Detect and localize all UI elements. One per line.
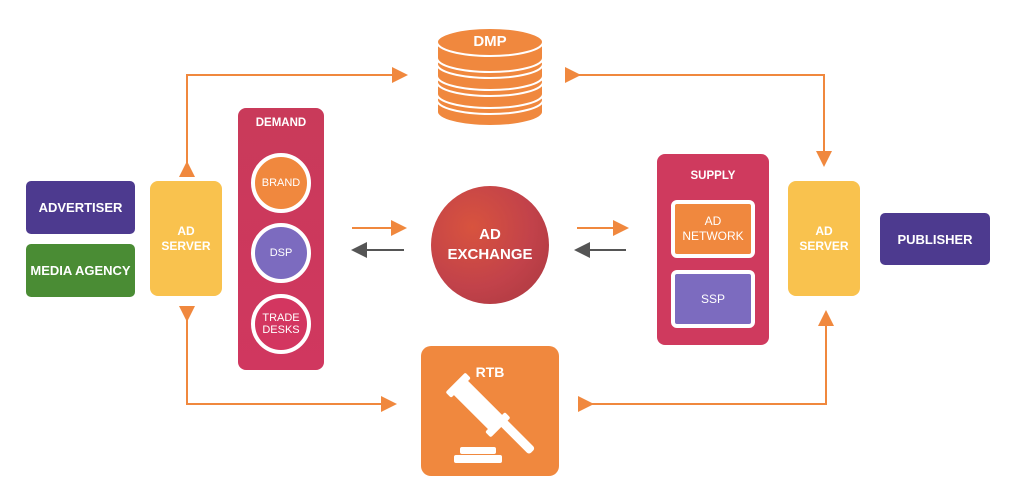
arrow-dmp-to-adserver-right xyxy=(565,67,832,167)
arrow-adserver-left-to-dmp xyxy=(179,67,408,177)
media-agency-box: MEDIA AGENCY xyxy=(26,244,135,297)
publisher-box: PUBLISHER xyxy=(880,213,990,265)
dsp-circle: DSP xyxy=(251,223,311,283)
supply-title: SUPPLY xyxy=(690,170,736,182)
demand-title: DEMAND xyxy=(255,117,307,129)
rtb-label: RTB xyxy=(475,364,505,380)
arrow-rtb-to-adserver-right xyxy=(578,310,834,412)
ssp-box: SSP xyxy=(671,270,755,328)
ad-exchange-circle: AD EXCHANGE xyxy=(431,186,549,304)
brand-circle: BRAND xyxy=(251,153,311,213)
ad-server-left: AD SERVER xyxy=(150,181,222,296)
arrow-adserver-left-to-rtb xyxy=(179,306,397,412)
trade-desks-circle: TRADE DESKS xyxy=(251,294,311,354)
ad-server-right: AD SERVER xyxy=(788,181,860,296)
ad-network-box: AD NETWORK xyxy=(671,200,755,258)
dmp-label: DMP xyxy=(473,33,507,50)
advertiser-box: ADVERTISER xyxy=(26,181,135,234)
